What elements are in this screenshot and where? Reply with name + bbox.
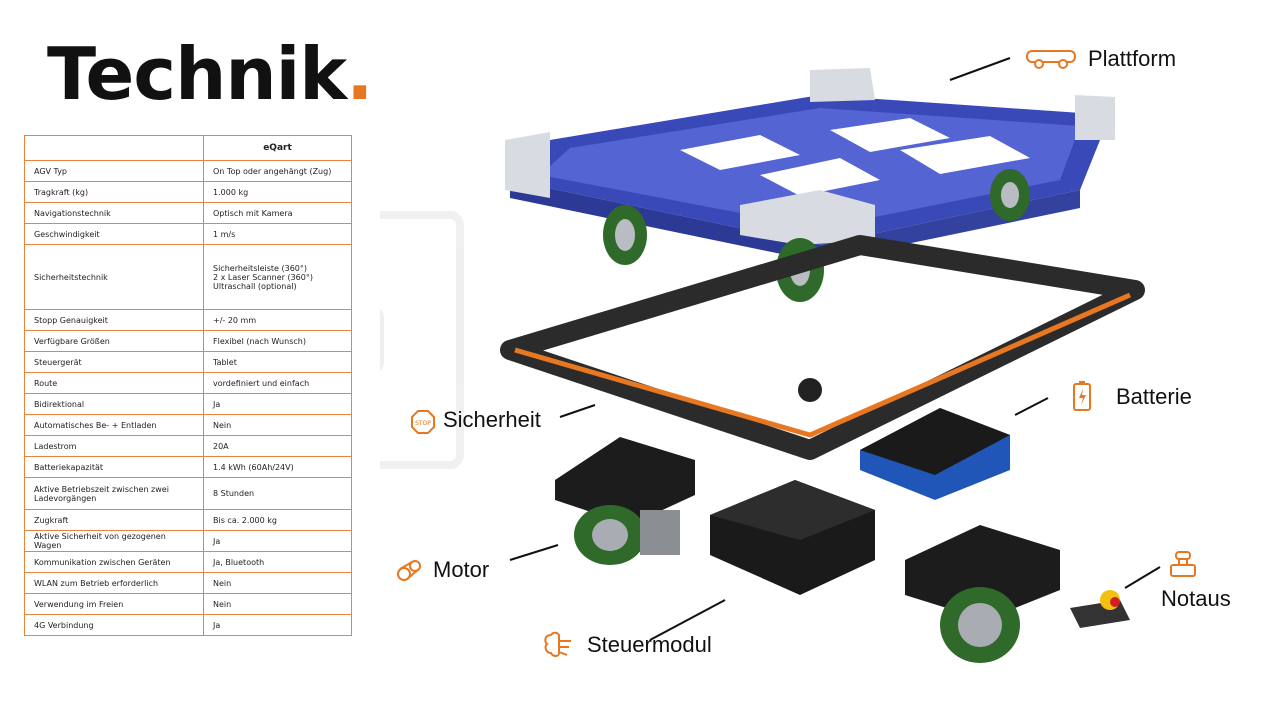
table-cell-value: Ja, Bluetooth (203, 551, 352, 573)
battery-icon (1073, 381, 1091, 411)
table-cell-key: WLAN zum Betrieb erforderlich (24, 572, 204, 594)
table-cell-key: Aktive Betriebszeit zwischen zwei Ladevo… (24, 477, 204, 510)
table-cell-key: Batteriekapazität (24, 456, 204, 478)
safety-bumper-part (500, 235, 1145, 460)
table-cell-key: Zugkraft (24, 509, 204, 531)
table-cell-key: Geschwindigkeit (24, 223, 204, 245)
table-header-row: eQart (24, 135, 352, 161)
table-cell-value: 20A (203, 435, 352, 457)
table-cell-key: Automatisches Be- + Entladen (24, 414, 204, 436)
table-cell-value: 1 m/s (203, 223, 352, 245)
emergency-button-icon (1170, 551, 1196, 577)
table-row: Stopp Genauigkeit+/- 20 mm (24, 309, 352, 331)
table-cell-value: Ja (203, 393, 352, 415)
table-cell-value: On Top oder angehängt (Zug) (203, 160, 352, 182)
label-plattform: Plattform (1088, 46, 1177, 71)
table-header-empty (24, 135, 204, 161)
brain-icon (544, 631, 571, 657)
table-cell-key: Ladestrom (24, 435, 204, 457)
table-cell-value: Ja (203, 530, 352, 552)
table-cell-value: Flexibel (nach Wunsch) (203, 330, 352, 352)
label-sicherheit: Sicherheit (443, 407, 541, 432)
motor-part (555, 437, 695, 565)
table-cell-key: Aktive Sicherheit von gezogenen Wagen (24, 530, 204, 552)
table-cell-key: Stopp Genauigkeit (24, 309, 204, 331)
background-watermark (380, 211, 464, 469)
table-cell-key: Bidirektional (24, 393, 204, 415)
table-row: Tragkraft (kg)1.000 kg (24, 181, 352, 203)
control-module-part (710, 480, 875, 595)
svg-text:STOP: STOP (415, 420, 431, 427)
table-cell-value: 8 Stunden (203, 477, 352, 510)
table-cell-key: Tragkraft (kg) (24, 181, 204, 203)
label-notaus: Notaus (1161, 586, 1231, 611)
agv-exploded-illustration (380, 57, 1161, 663)
label-steuermodul: Steuermodul (587, 632, 712, 657)
table-cell-key: Route (24, 372, 204, 394)
table-cell-key: Steuergerät (24, 351, 204, 373)
table-header-eqart: eQart (203, 135, 352, 161)
table-cell-value: Nein (203, 414, 352, 436)
label-batterie: Batterie (1116, 384, 1192, 409)
battery-part (860, 408, 1010, 500)
title-text: Technik (47, 32, 347, 116)
table-cell-key: Kommunikation zwischen Geräten (24, 551, 204, 573)
table-cell-key: Verwendung im Freien (24, 593, 204, 615)
table-cell-value: Nein (203, 593, 352, 615)
emergency-stop-part (1070, 590, 1130, 628)
table-cell-value: Sicherheitsleiste (360°) 2 x Laser Scann… (203, 244, 352, 310)
table-row: Aktive Betriebszeit zwischen zwei Ladevo… (24, 477, 352, 510)
table-cell-key: Navigationstechnik (24, 202, 204, 224)
table-cell-key: Verfügbare Größen (24, 330, 204, 352)
table-cell-value: 1.000 kg (203, 181, 352, 203)
table-cell-value: Optisch mit Kamera (203, 202, 352, 224)
table-cell-key: 4G Verbindung (24, 614, 204, 636)
title-dot: . (346, 32, 373, 116)
cart-icon (1026, 50, 1076, 69)
table-cell-value: Tablet (203, 351, 352, 373)
table-cell-value: Bis ca. 2.000 kg (203, 509, 352, 531)
gear-belt-icon (397, 560, 421, 581)
table-cell-key: AGV Typ (24, 160, 204, 182)
table-cell-value: 1.4 kWh (60Ah/24V) (203, 456, 352, 478)
table-cell-key: Sicherheitstechnik (24, 244, 204, 310)
table-cell-value: Nein (203, 572, 352, 594)
label-motor: Motor (433, 557, 490, 582)
table-cell-value: +/- 20 mm (203, 309, 352, 331)
table-cell-value: Ja (203, 614, 352, 636)
second-motor-part (905, 525, 1060, 663)
stop-sign-icon: STOP (411, 410, 435, 434)
leader-lines (509, 57, 1161, 641)
table-cell-value: vordefiniert und einfach (203, 372, 352, 394)
page-title: Technik. (47, 38, 374, 110)
